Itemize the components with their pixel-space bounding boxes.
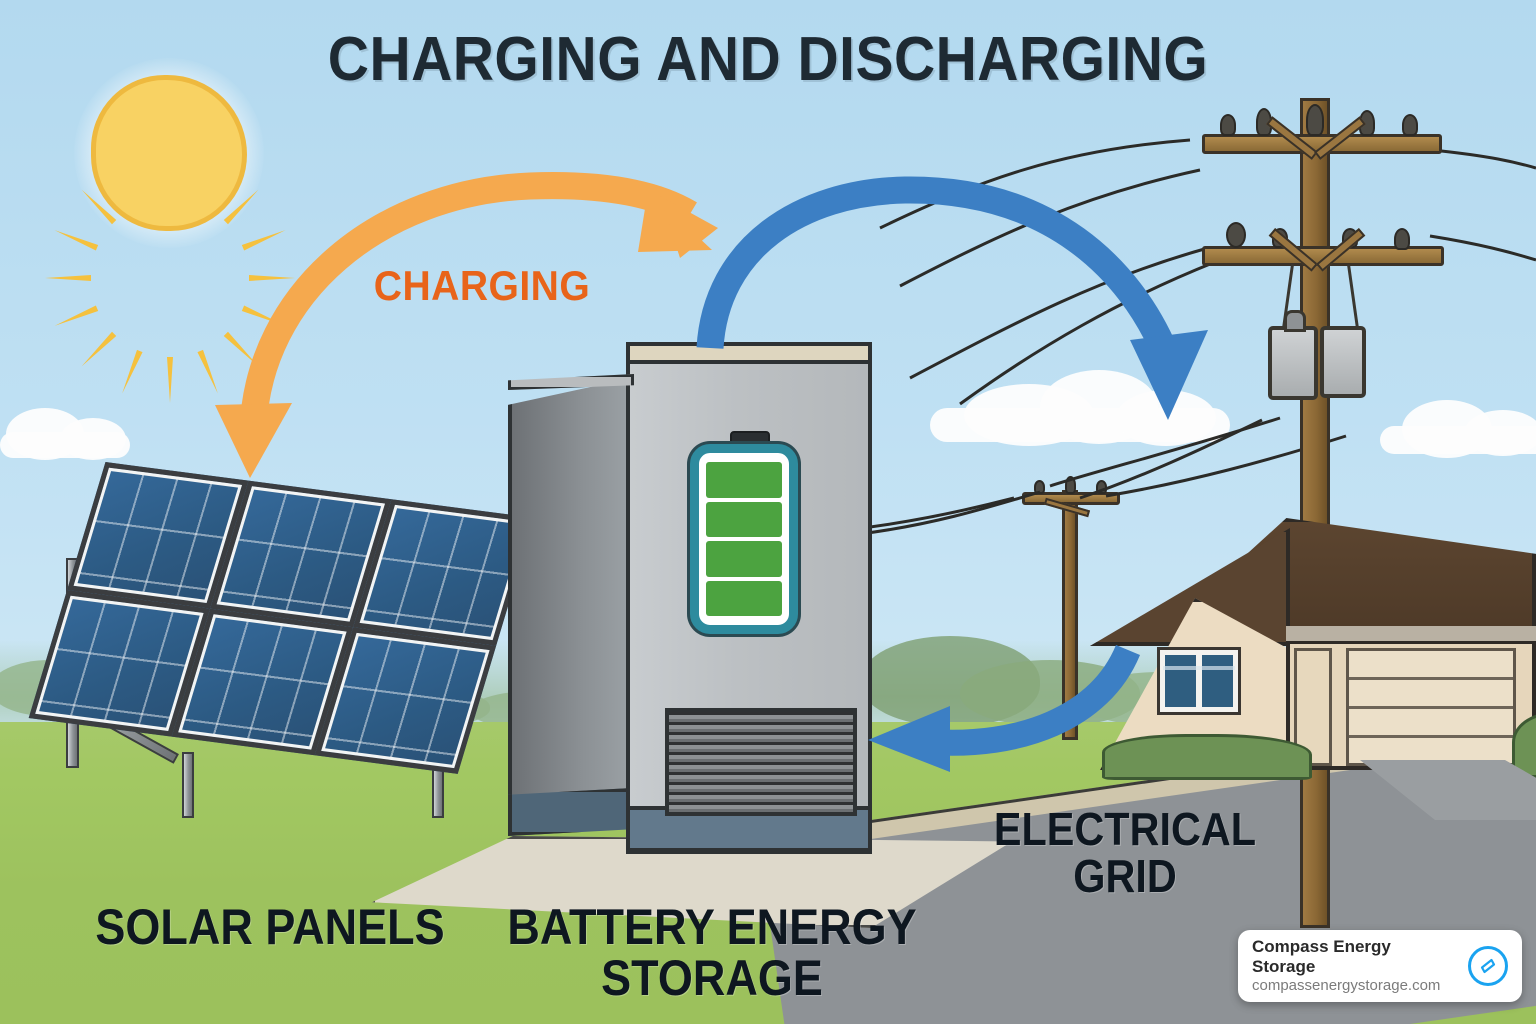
discharging-arrow-to-grid bbox=[696, 176, 1208, 420]
transformer-bushing bbox=[1284, 310, 1306, 332]
battery-charge-indicator bbox=[690, 444, 798, 634]
label-electrical-grid: ELECTRICAL GRID bbox=[977, 806, 1274, 900]
battery-bar bbox=[706, 541, 782, 577]
discharging-arrow-from-house bbox=[868, 644, 1141, 772]
label-grid-line-2: GRID bbox=[1073, 849, 1177, 902]
utility-pole-main bbox=[1196, 88, 1446, 928]
charging-label: CHARGING bbox=[373, 262, 591, 309]
brand-text: Compass Energy Storage compassenergystor… bbox=[1252, 937, 1458, 994]
compass-diamond-icon bbox=[1468, 946, 1508, 986]
battery-energy-storage-cabinet bbox=[508, 336, 892, 876]
charging-arrow bbox=[215, 172, 718, 478]
window-mullion bbox=[1196, 653, 1202, 709]
page-title: CHARGING AND DISCHARGING bbox=[327, 25, 1209, 94]
label-battery-energy-storage: BATTERY ENERGY STORAGE bbox=[496, 902, 928, 1004]
battery-bar bbox=[706, 501, 782, 537]
label-solar-panels: SOLAR PANELS bbox=[95, 899, 445, 955]
garage-fascia bbox=[1286, 626, 1536, 644]
brand-url: compassenergystorage.com bbox=[1252, 976, 1441, 994]
cabinet-vent-louvers bbox=[665, 708, 857, 816]
label-grid-line-1: ELECTRICAL bbox=[993, 803, 1257, 855]
house bbox=[1060, 498, 1536, 820]
label-battery-line-1: BATTERY ENERGY bbox=[507, 899, 917, 955]
label-battery-line-2: STORAGE bbox=[601, 950, 823, 1006]
cabinet-roof bbox=[626, 342, 872, 364]
window-mullion bbox=[1163, 666, 1235, 670]
shrub bbox=[1102, 734, 1312, 780]
solar-panel-array bbox=[22, 462, 542, 830]
garage-door bbox=[1346, 648, 1516, 766]
insulator bbox=[1220, 114, 1236, 136]
battery-bar bbox=[706, 580, 782, 616]
transformer bbox=[1320, 326, 1366, 398]
insulator bbox=[1306, 104, 1324, 136]
utility-pole-secondary bbox=[1010, 470, 1140, 740]
insulator bbox=[1402, 114, 1418, 136]
brand-logo-card[interactable]: Compass Energy Storage compassenergystor… bbox=[1238, 930, 1522, 1002]
brand-name: Compass Energy Storage bbox=[1252, 937, 1391, 976]
insulator bbox=[1226, 222, 1246, 248]
transformer bbox=[1268, 326, 1318, 400]
sun-icon bbox=[44, 28, 295, 403]
insulator bbox=[1394, 228, 1410, 250]
battery-bar bbox=[706, 462, 782, 498]
